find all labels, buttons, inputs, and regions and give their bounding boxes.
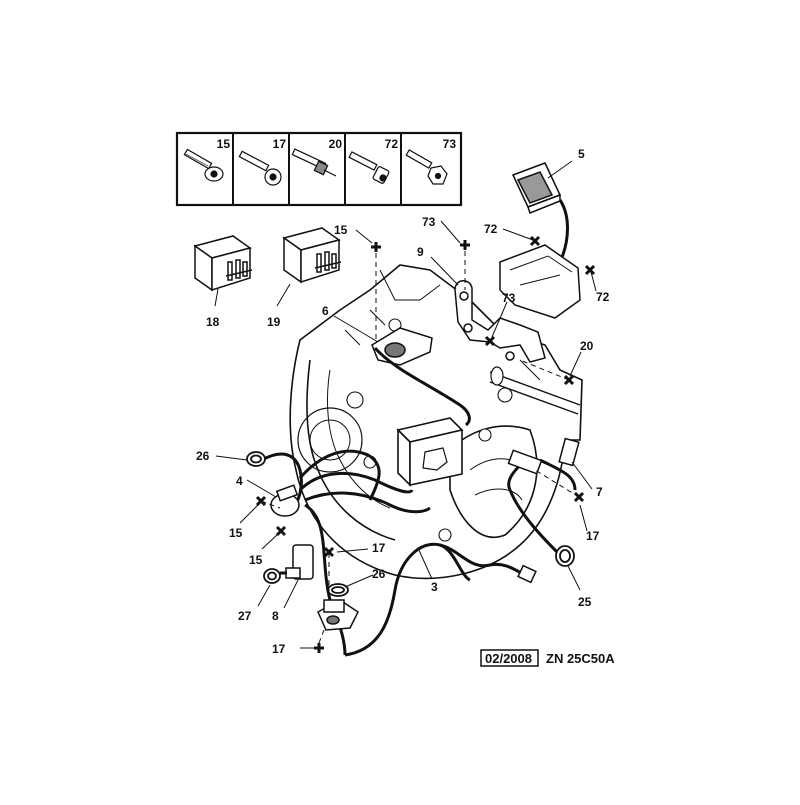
fastener-table: [175, 131, 463, 207]
fastener-number: 20: [329, 137, 343, 151]
callout-5: 5: [578, 147, 585, 161]
bracket-9: [454, 280, 546, 363]
fastener-number: 72: [385, 137, 399, 151]
callout-73: 73: [422, 215, 436, 229]
callout-8: 8: [272, 609, 279, 623]
module-cable: [558, 199, 569, 263]
allen-screw-icon: [348, 151, 390, 184]
callout-4: 4: [236, 474, 243, 488]
socket-head-bolt-icon: [238, 150, 282, 186]
fastener-number: 17: [273, 137, 287, 151]
hex-flange-bolt-icon: [405, 149, 448, 185]
fastener-number: 15: [217, 137, 231, 151]
connector-end-3: [517, 564, 537, 584]
leader-lines: [214, 160, 597, 649]
o-ring-25: [555, 545, 575, 567]
harness-6: [373, 346, 471, 427]
callout-17: 17: [272, 642, 286, 656]
callout-3: 3: [431, 580, 438, 594]
date-box: [480, 649, 539, 667]
o-ring-26b: [327, 583, 349, 597]
ecu-unit: [499, 244, 581, 319]
o-ring-27: [263, 568, 281, 584]
callout-26: 26: [372, 567, 386, 581]
wiring-harness: [261, 449, 577, 657]
connector-7: [507, 437, 580, 475]
callout-17: 17: [586, 529, 600, 543]
callout-15: 15: [229, 526, 243, 540]
relay-19: [282, 227, 342, 284]
callout-7: 7: [596, 485, 603, 499]
callout-15: 15: [334, 223, 348, 237]
callout-25: 25: [578, 595, 592, 609]
sensor-8: [280, 544, 314, 580]
callout-18: 18: [206, 315, 220, 329]
diagram-code: ZN 25C50A: [546, 651, 615, 666]
sensor-lower: [317, 599, 359, 631]
callout-17: 17: [372, 541, 386, 555]
flanged-hex-bolt-icon: [183, 148, 224, 182]
diagram-date: 02/2008: [485, 651, 532, 666]
control-module-5: [511, 162, 562, 214]
relay-18: [193, 235, 253, 292]
stud-bolt-icon: [291, 148, 337, 177]
fastener-number: 73: [443, 137, 457, 151]
o-ring-26a: [246, 451, 266, 467]
callout-27: 27: [238, 609, 252, 623]
speed-sensor-4: [270, 484, 300, 517]
callout-20: 20: [580, 339, 594, 353]
callout-72: 72: [484, 222, 498, 236]
callout-26: 26: [196, 449, 210, 463]
callout-6: 6: [322, 304, 329, 318]
callout-15: 15: [249, 553, 263, 567]
sensor-6: [371, 327, 433, 366]
callout-19: 19: [267, 315, 281, 329]
fastener-markers: [255, 235, 596, 653]
callout-9: 9: [417, 245, 424, 259]
callout-73: 73: [502, 291, 516, 305]
callout-72: 72: [596, 290, 610, 304]
